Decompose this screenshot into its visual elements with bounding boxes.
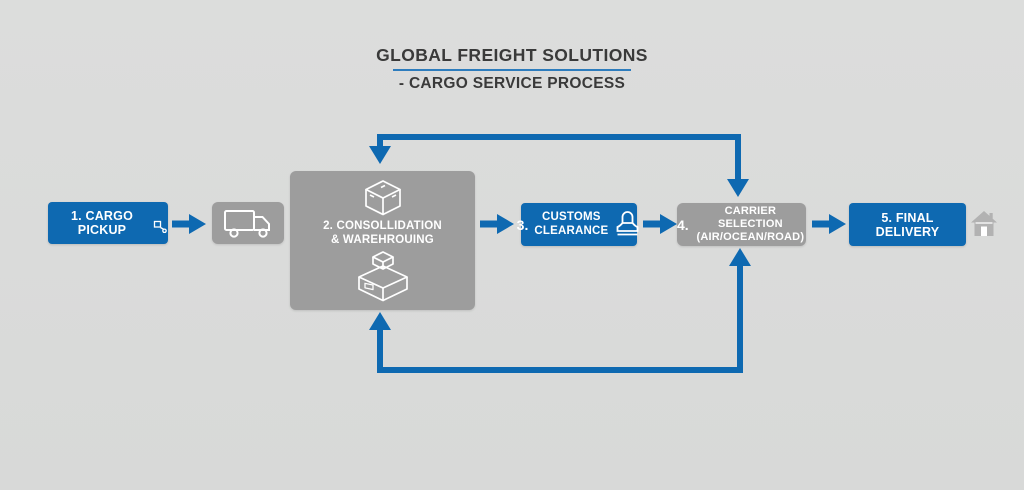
page-subtitle: - CARGO SERVICE PROCESS: [398, 75, 626, 92]
arrow-carrier-to-delivery: [812, 212, 848, 236]
step-carrier-label: CARRIER SELECTION (AIR/OCEAN/ROAD): [695, 205, 806, 244]
step-customs-clearance: 3. CUSTOMS CLEARANCE: [517, 203, 639, 246]
arrowhead-down-into-consolidation: [369, 146, 391, 164]
arrowhead-down-into-carrier: [727, 179, 749, 197]
step-carrier-number: 4.: [677, 216, 689, 233]
truck-icon: [222, 207, 274, 239]
step-consolidation-line1: 2. CONSOLLIDATION: [323, 219, 442, 232]
connector-top-horizontal: [377, 134, 741, 140]
step-carrier-line1: CARRIER SELECTION: [717, 205, 783, 231]
connector-top-left-vertical: [377, 134, 383, 147]
hand-truck-icon: [153, 220, 168, 233]
stamp-icon: [614, 210, 641, 240]
connector-bottom-horizontal: [377, 367, 743, 373]
connector-bottom-right-vertical: [737, 264, 743, 373]
arrow-consolidation-to-customs: [480, 212, 516, 236]
package-icon: [361, 179, 405, 217]
arrow-customs-to-carrier: [643, 212, 679, 236]
step-customs-label: CUSTOMS CLEARANCE: [534, 211, 608, 238]
step-carrier-line2: (AIR/OCEAN/ROAD): [696, 230, 805, 243]
page-title: GLOBAL FREIGHT SOLUTIONS: [376, 45, 648, 65]
step-final-delivery: 5. FINAL DELIVERY: [849, 203, 966, 246]
step-consolidation-line2: & WAREHROUING: [331, 233, 434, 246]
arrowhead-up-into-carrier: [729, 248, 751, 266]
step-customs-line2: CLEARANCE: [534, 224, 609, 237]
connector-bottom-left-vertical: [377, 329, 383, 373]
step-cargo-pickup: 1. CARGO PICKUP: [48, 202, 168, 244]
open-box-icon: [354, 250, 412, 302]
header: GLOBAL FREIGHT SOLUTIONS - CARGO SERVICE…: [0, 45, 1024, 93]
arrow-pickup-to-truck: [172, 212, 208, 236]
step-customs-number: 3.: [516, 216, 529, 233]
step-consolidation-label: 2. CONSOLLIDATION & WAREHROUING: [323, 220, 442, 247]
title-underline: [393, 69, 631, 71]
house-icon: [970, 209, 998, 238]
step-carrier-selection: 4. CARRIER SELECTION (AIR/OCEAN/ROAD): [677, 203, 806, 246]
step-transport: [212, 202, 284, 244]
step-final-delivery-label: 5. FINAL DELIVERY: [875, 210, 940, 239]
connector-top-right-vertical: [735, 134, 741, 180]
step-customs-line1: CUSTOMS: [541, 210, 601, 223]
step-consolidation-warehousing: 2. CONSOLLIDATION & WAREHROUING: [290, 171, 475, 310]
arrowhead-up-into-consolidation: [369, 312, 391, 330]
step-cargo-pickup-label: 1. CARGO PICKUP: [70, 209, 134, 237]
